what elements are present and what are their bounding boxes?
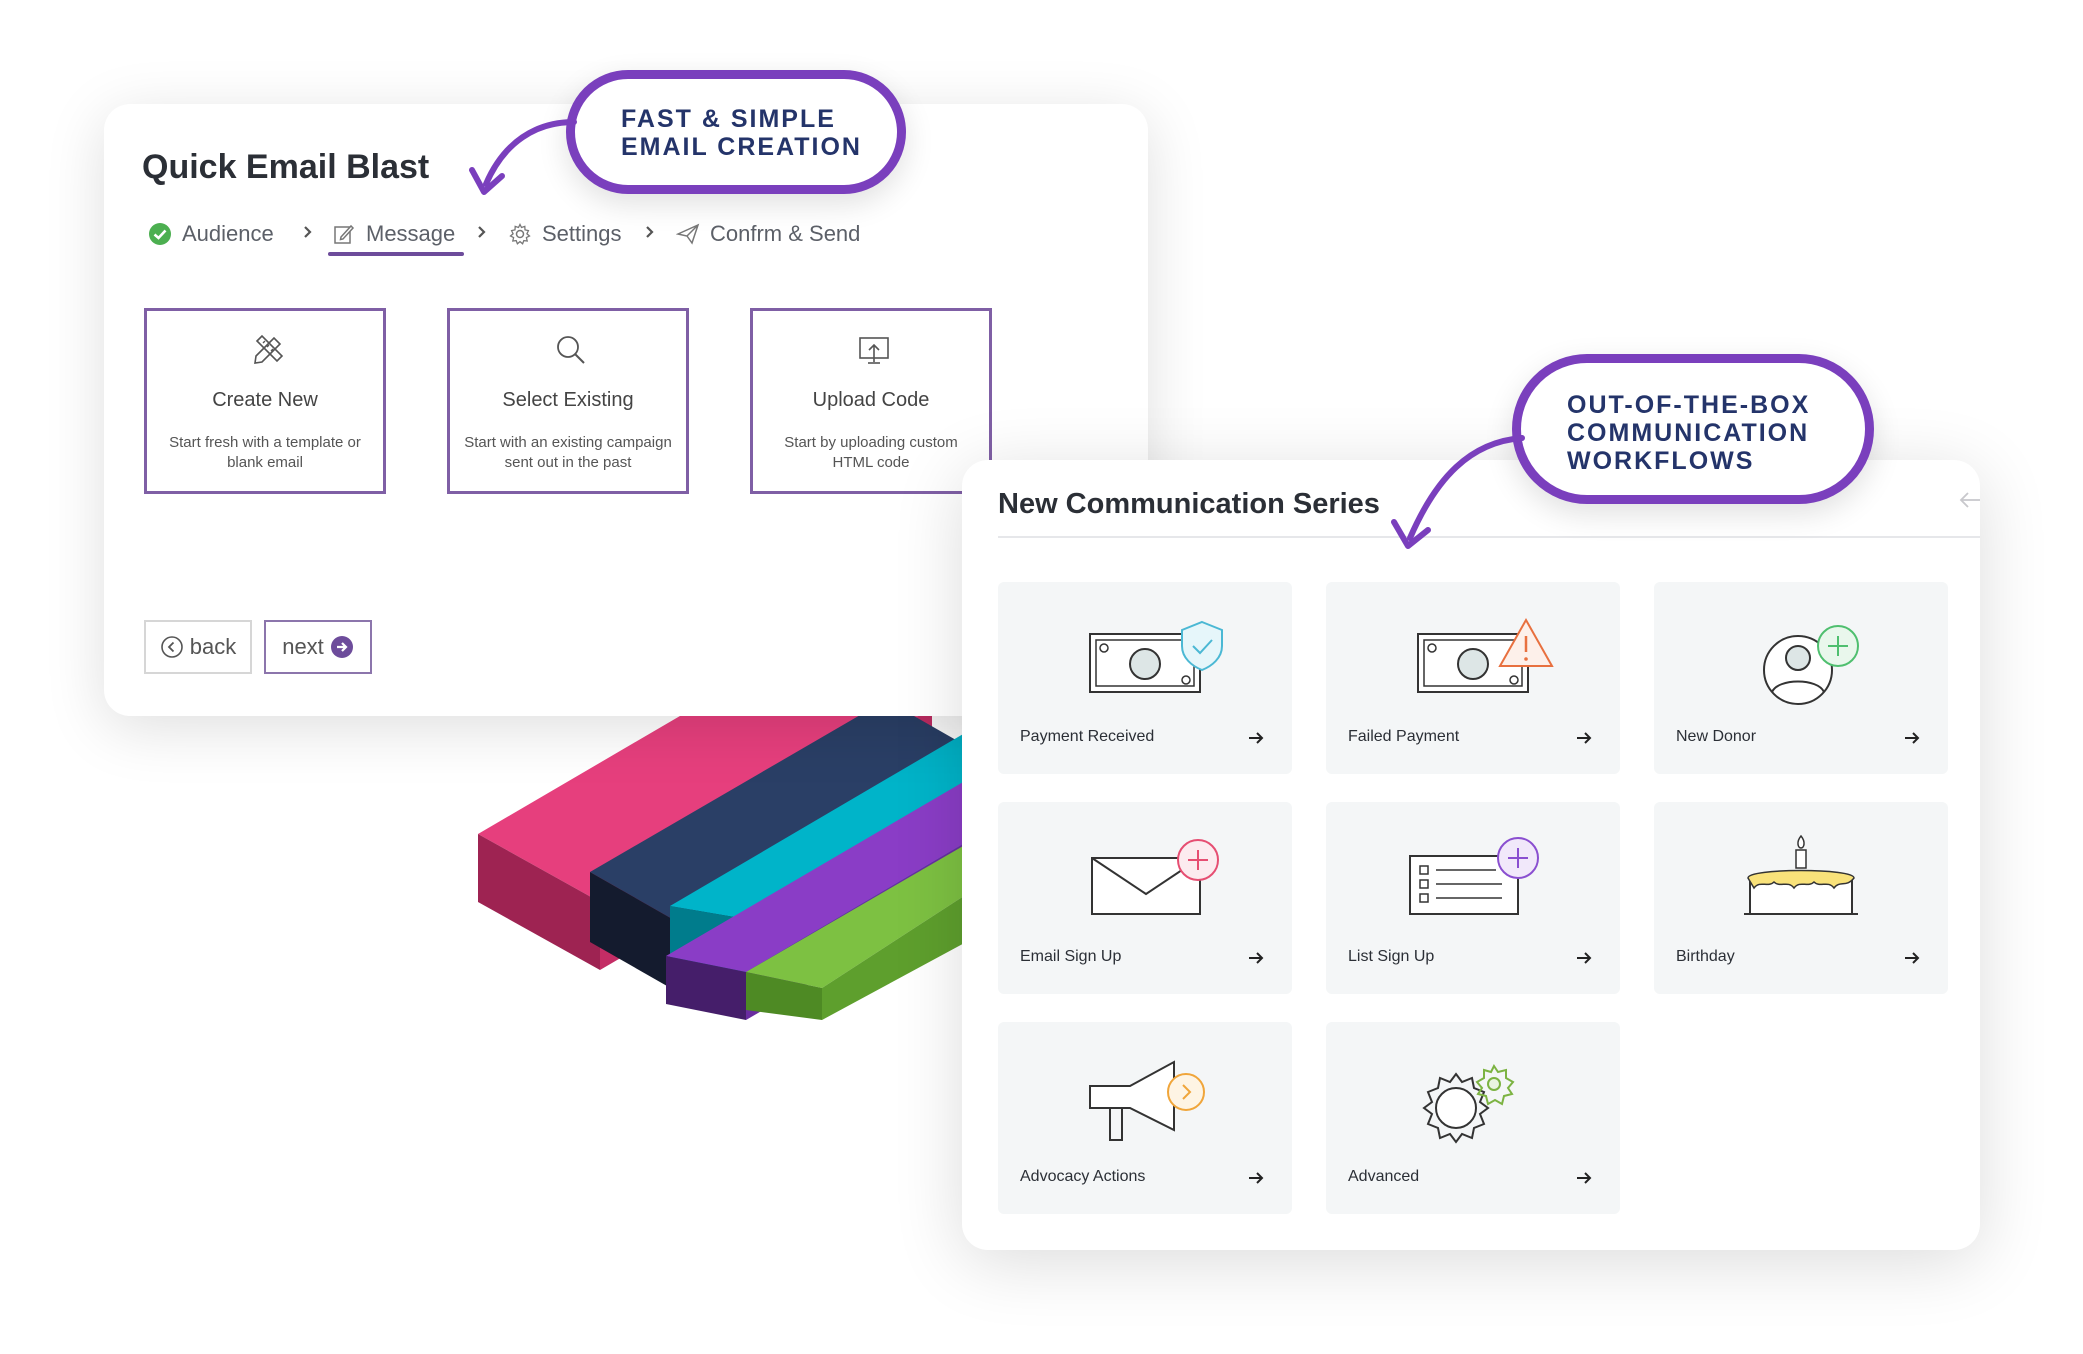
option-title: Upload Code — [812, 389, 930, 411]
curved-arrow-icon — [1391, 435, 1525, 549]
tile-birthday[interactable]: Birthday — [1654, 802, 1948, 994]
tile-label: Advocacy Actions — [1020, 1168, 1146, 1185]
step-confirm-send[interactable]: Confrm & Send — [676, 216, 860, 252]
check-circle-icon — [149, 223, 171, 245]
step-label: Message — [366, 221, 456, 246]
cake-icon — [1744, 834, 1858, 915]
option-description: Start fresh with a template or blank ema… — [169, 434, 361, 471]
tile-label: Failed Payment — [1348, 728, 1460, 745]
step-settings[interactable]: Settings — [508, 216, 622, 252]
step-label: Confrm & Send — [710, 221, 861, 246]
tile-label: Birthday — [1676, 948, 1735, 965]
callout-text: FAST & SIMPLE — [621, 105, 836, 133]
tile-failed-payment[interactable]: Failed Payment — [1326, 582, 1620, 774]
arrow-right-icon — [1249, 732, 1264, 744]
send-icon — [676, 223, 700, 245]
tile-new-donor[interactable]: New Donor — [1654, 582, 1948, 774]
arrow-right-icon — [1905, 952, 1920, 964]
cash-shield-check-icon — [1089, 620, 1223, 693]
tile-label: Advanced — [1348, 1168, 1420, 1185]
quick-email-blast-panel: Quick Email Blast Audience Message Setti… — [104, 104, 1148, 716]
isometric-blocks-graphic — [478, 640, 970, 1020]
tile-email-sign-up[interactable]: Email Sign Up — [998, 802, 1292, 994]
search-icon — [557, 336, 585, 364]
callout-text: WORKFLOWS — [1567, 447, 1755, 475]
tile-payment-received[interactable]: Payment Received — [998, 582, 1292, 774]
next-label: next — [282, 634, 324, 659]
active-step-indicator — [328, 252, 464, 256]
option-title: Create New — [212, 389, 318, 411]
list-add-icon — [1409, 837, 1539, 915]
arrow-right-circle-icon — [330, 636, 353, 658]
panel-title: New Communication Series — [998, 488, 1380, 520]
callout-fast-simple: FAST & SIMPLE EMAIL CREATION — [566, 70, 906, 194]
tile-label: Payment Received — [1020, 728, 1155, 745]
step-label: Audience — [182, 221, 274, 246]
tile-label: List Sign Up — [1348, 948, 1435, 965]
divider — [998, 536, 1980, 538]
tile-advanced[interactable]: Advanced — [1326, 1022, 1620, 1214]
option-upload-code[interactable]: Upload Code Start by uploading custom HT… — [750, 308, 992, 494]
back-label: back — [189, 634, 237, 659]
arrow-right-icon — [1577, 1172, 1592, 1184]
gears-icon — [1422, 1064, 1515, 1144]
chevron-right-icon — [304, 226, 312, 238]
tile-list-sign-up[interactable]: List Sign Up — [1326, 802, 1620, 994]
option-description: Start with an existing campaign sent out… — [464, 434, 672, 471]
communication-series-panel: New Communication Series Payment Receive… — [962, 460, 1980, 1250]
tile-advocacy-actions[interactable]: Advocacy Actions — [998, 1022, 1292, 1214]
chevron-right-icon — [646, 226, 654, 238]
option-create-new[interactable]: Create New Start fresh with a template o… — [144, 308, 386, 494]
cash-warning-icon — [1417, 617, 1554, 693]
edit-icon — [334, 224, 355, 244]
option-description: Start by uploading custom HTML code — [784, 434, 958, 471]
tile-label: Email Sign Up — [1020, 948, 1122, 965]
upload-icon — [859, 337, 889, 364]
user-add-icon — [1763, 625, 1859, 705]
arrow-left-icon[interactable] — [1958, 488, 1982, 512]
callout-text: OUT-OF-THE-BOX — [1567, 391, 1811, 419]
arrow-right-icon — [1577, 732, 1592, 744]
megaphone-icon — [1089, 1060, 1205, 1141]
arrow-right-icon — [1577, 952, 1592, 964]
back-button[interactable]: back — [144, 620, 252, 674]
callout-workflows: OUT-OF-THE-BOX COMMUNICATION WORKFLOWS — [1512, 354, 1874, 504]
arrow-left-circle-icon — [160, 636, 183, 658]
callout-text: EMAIL CREATION — [621, 133, 862, 161]
page-title: Quick Email Blast — [142, 148, 430, 186]
envelope-add-icon — [1091, 839, 1219, 915]
step-audience[interactable]: Audience — [148, 216, 274, 252]
next-button[interactable]: next — [264, 620, 372, 674]
step-message[interactable]: Message — [332, 216, 455, 252]
arrow-right-icon — [1249, 1172, 1264, 1184]
arrow-right-icon — [1249, 952, 1264, 964]
pencil-ruler-icon — [254, 334, 284, 364]
option-select-existing[interactable]: Select Existing Start with an existing c… — [447, 308, 689, 494]
chevron-right-icon — [478, 226, 486, 238]
gear-icon — [509, 223, 531, 245]
curved-arrow-icon — [469, 119, 577, 195]
callout-text: COMMUNICATION — [1567, 419, 1810, 447]
option-title: Select Existing — [502, 389, 634, 411]
step-label: Settings — [542, 221, 622, 246]
arrow-right-icon — [1905, 732, 1920, 744]
tile-label: New Donor — [1676, 728, 1757, 745]
